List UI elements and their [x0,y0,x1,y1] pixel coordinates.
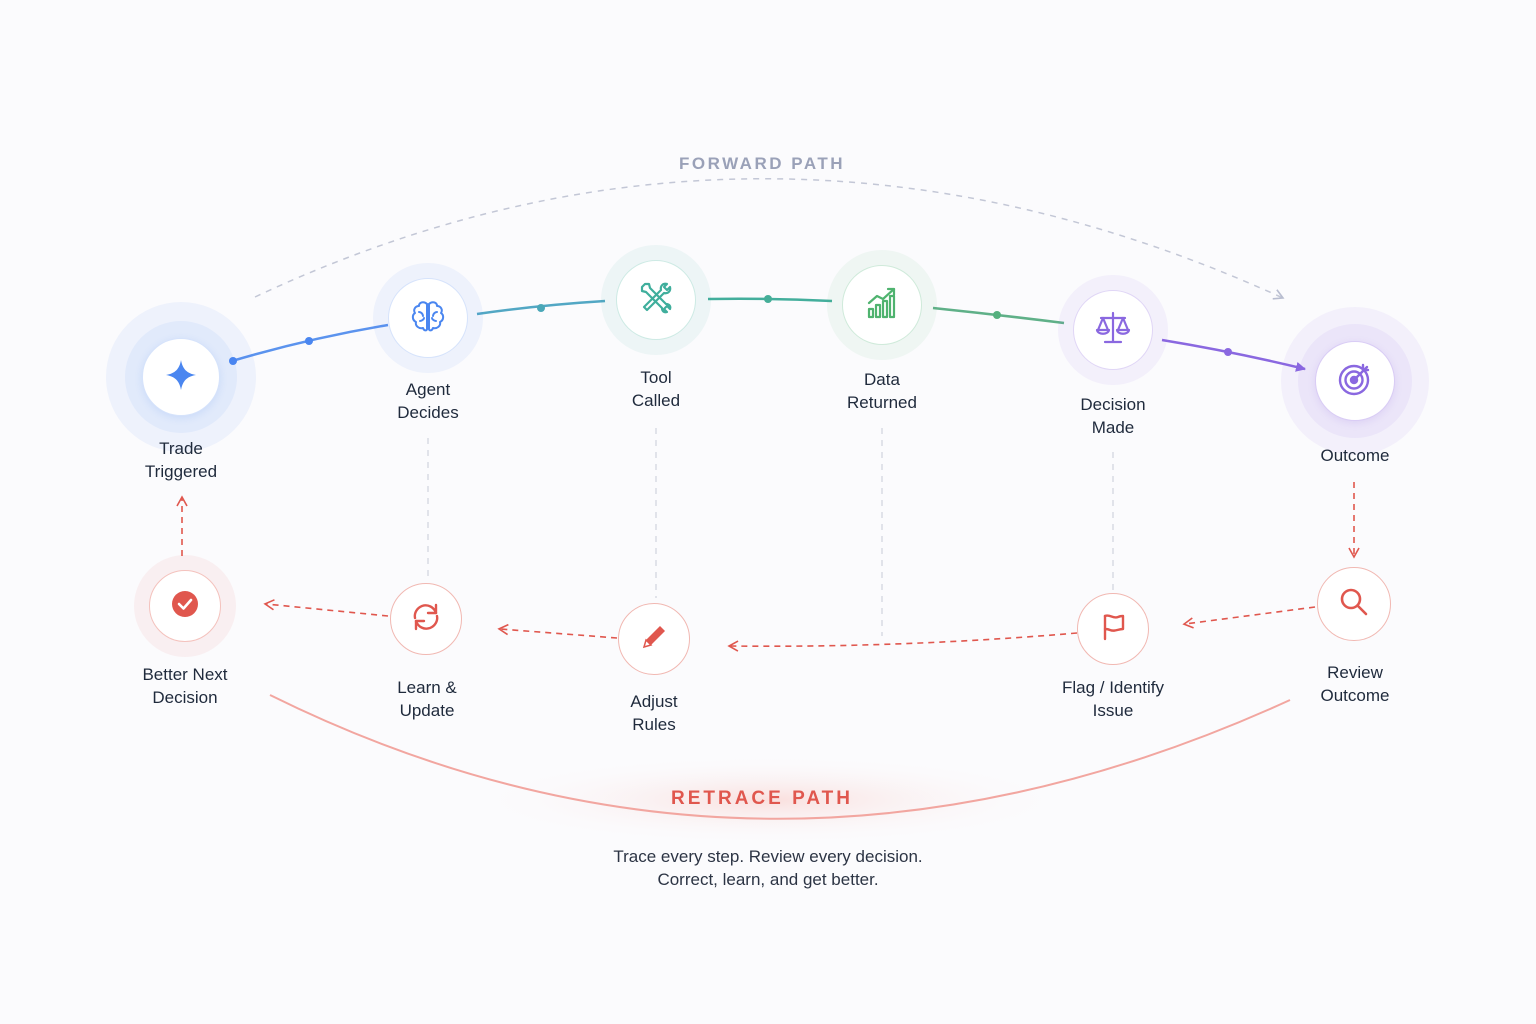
dot [1224,348,1232,356]
agent-decides-node[interactable] [388,278,468,358]
forward-path-arc [254,178,1285,300]
outcome-node[interactable] [1315,341,1395,421]
target-icon [1335,359,1375,404]
outcome-label: Outcome [1320,446,1390,465]
retrace-path-arc [269,694,1291,820]
tool-called-node[interactable] [616,260,696,340]
dot [305,337,313,345]
refresh-icon [409,600,443,639]
scale-icon [1093,308,1133,353]
brain-icon [408,296,448,341]
dot [537,304,545,312]
flag-identify-issue-node[interactable] [1077,593,1149,665]
decision-made-node[interactable] [1073,290,1153,370]
dot [993,311,1001,319]
tagline: Trace every step. Review every decision.… [568,845,968,891]
retrace-path-title: RETRACE PATH [670,788,854,809]
dot [229,357,237,365]
connector-dots [229,295,1232,365]
forward-path-title: FORWARD PATH [679,154,845,173]
adjust-rules-node[interactable] [618,603,690,675]
data-returned-node[interactable] [842,265,922,345]
tools-icon [636,278,676,323]
tagline-line-2: Correct, learn, and get better. [657,870,879,889]
better-next-decision-node[interactable] [149,570,221,642]
trade-triggered-node[interactable] [142,338,220,416]
chart-up-icon [862,283,902,328]
connector-5 [1161,338,1306,372]
learn-update-label: Learn &Update [397,678,457,720]
flag-icon [1097,611,1129,648]
learn-update-node[interactable] [390,583,462,655]
review-outcome-node[interactable] [1317,567,1391,641]
check-circle-icon [170,589,200,624]
search-icon [1337,585,1371,624]
sparkle-icon [163,357,199,398]
pencil-icon [638,621,670,658]
dot [764,295,772,303]
tagline-line-1: Trace every step. Review every decision. [613,847,923,866]
retrace-connectors [176,482,1360,652]
retrace-glow [470,755,1070,845]
vertical-links [427,428,1114,636]
